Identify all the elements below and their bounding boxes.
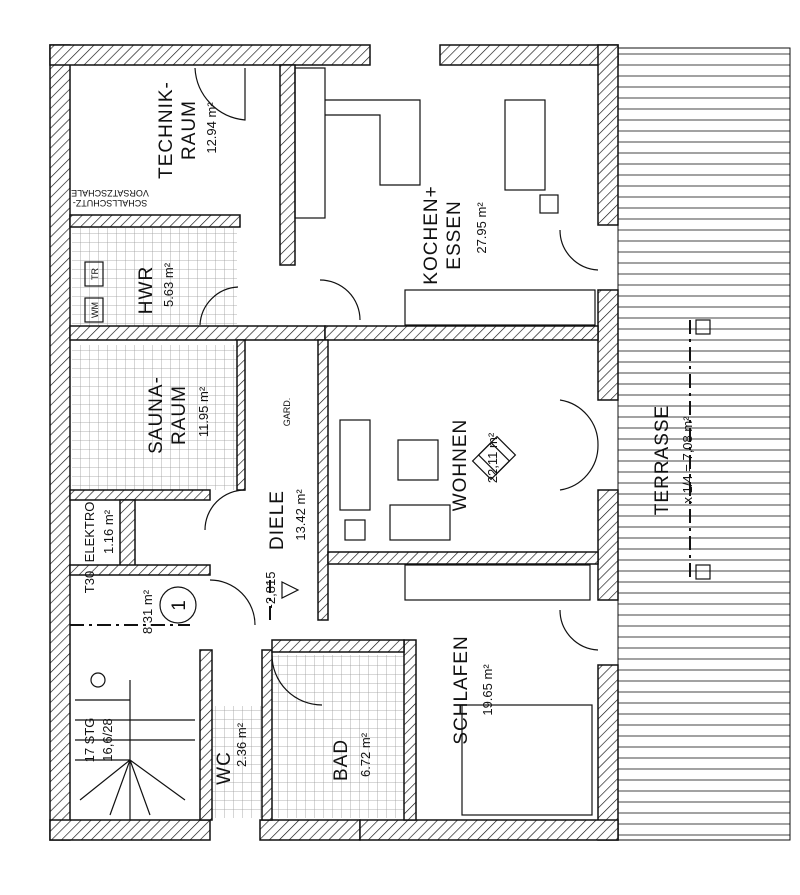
room-labels: TECHNIK- RAUM 12.94 m² SCHALLSCHUTZ- VOR… <box>71 81 695 785</box>
outer-walls <box>49 44 619 841</box>
entry-marker-circle <box>159 586 197 624</box>
hwr-label: HWR <box>136 266 157 314</box>
wohnen-area: 22,11 m² <box>485 432 500 483</box>
kochen-label-1: KOCHEN+ <box>421 185 442 284</box>
technik-area: 12.94 m² <box>204 102 219 154</box>
hwr-area: 5.63 m² <box>161 262 176 307</box>
wc-tiles <box>212 706 262 818</box>
technik-label-2: RAUM <box>179 100 200 160</box>
staircase <box>75 672 195 820</box>
bad-tiles <box>272 655 404 818</box>
inner-walls <box>69 64 599 821</box>
technik-label-1: TECHNIK- <box>156 81 177 179</box>
bad-label: BAD <box>331 739 352 781</box>
sauna-label-2: RAUM <box>169 385 190 445</box>
sauna-area: 11.95 m² <box>196 386 211 437</box>
diele-label: DIELE <box>267 490 288 550</box>
soundproof-note-1: SCHALLSCHUTZ- <box>73 198 148 208</box>
wm-label: WM <box>90 302 100 318</box>
door-swings <box>194 67 599 706</box>
level-label: -2,815 <box>263 572 278 609</box>
elektro-area: 1.16 m² <box>101 509 116 554</box>
wohnen-label: WOHNEN <box>450 419 471 512</box>
kitchen-furniture <box>294 67 596 326</box>
wohnen-diamond <box>471 435 517 481</box>
elektro-label: ELEKTRO <box>82 502 97 563</box>
terrasse-label: TERRASSE <box>652 405 673 515</box>
kochen-area: 27.95 m² <box>474 202 489 254</box>
wc-area: 2.36 m² <box>234 722 249 767</box>
terrace-deck <box>617 47 791 841</box>
wc-label: WC <box>214 751 235 785</box>
schlafen-area: 19.65 m² <box>480 664 495 716</box>
stairs-steps: 17 STG <box>82 718 97 763</box>
diele-area: 13.42 m² <box>293 489 308 541</box>
level-triangle <box>281 581 300 599</box>
terrasse-area: x 1/4 = 7,08 m² <box>680 416 695 504</box>
gard-label: GARD. <box>282 398 292 427</box>
t30-label: T30 <box>82 571 97 593</box>
tr-label: TR <box>90 268 100 280</box>
entry-marker: 1 <box>169 599 190 611</box>
bad-area: 6.72 m² <box>358 732 373 777</box>
entry-area: 8.31 m² <box>140 589 155 634</box>
soundproof-note-2: VORSATZSCHALE <box>71 188 149 198</box>
kochen-label-2: ESSEN <box>444 200 465 269</box>
hwr-tiles <box>72 228 237 326</box>
schlafen-label: SCHLAFEN <box>451 635 472 744</box>
sauna-tiles <box>72 345 237 490</box>
stairs-ratio: 16,6/28 <box>100 718 115 761</box>
sauna-label-1: SAUNA- <box>146 376 167 454</box>
living-furniture <box>339 419 593 816</box>
